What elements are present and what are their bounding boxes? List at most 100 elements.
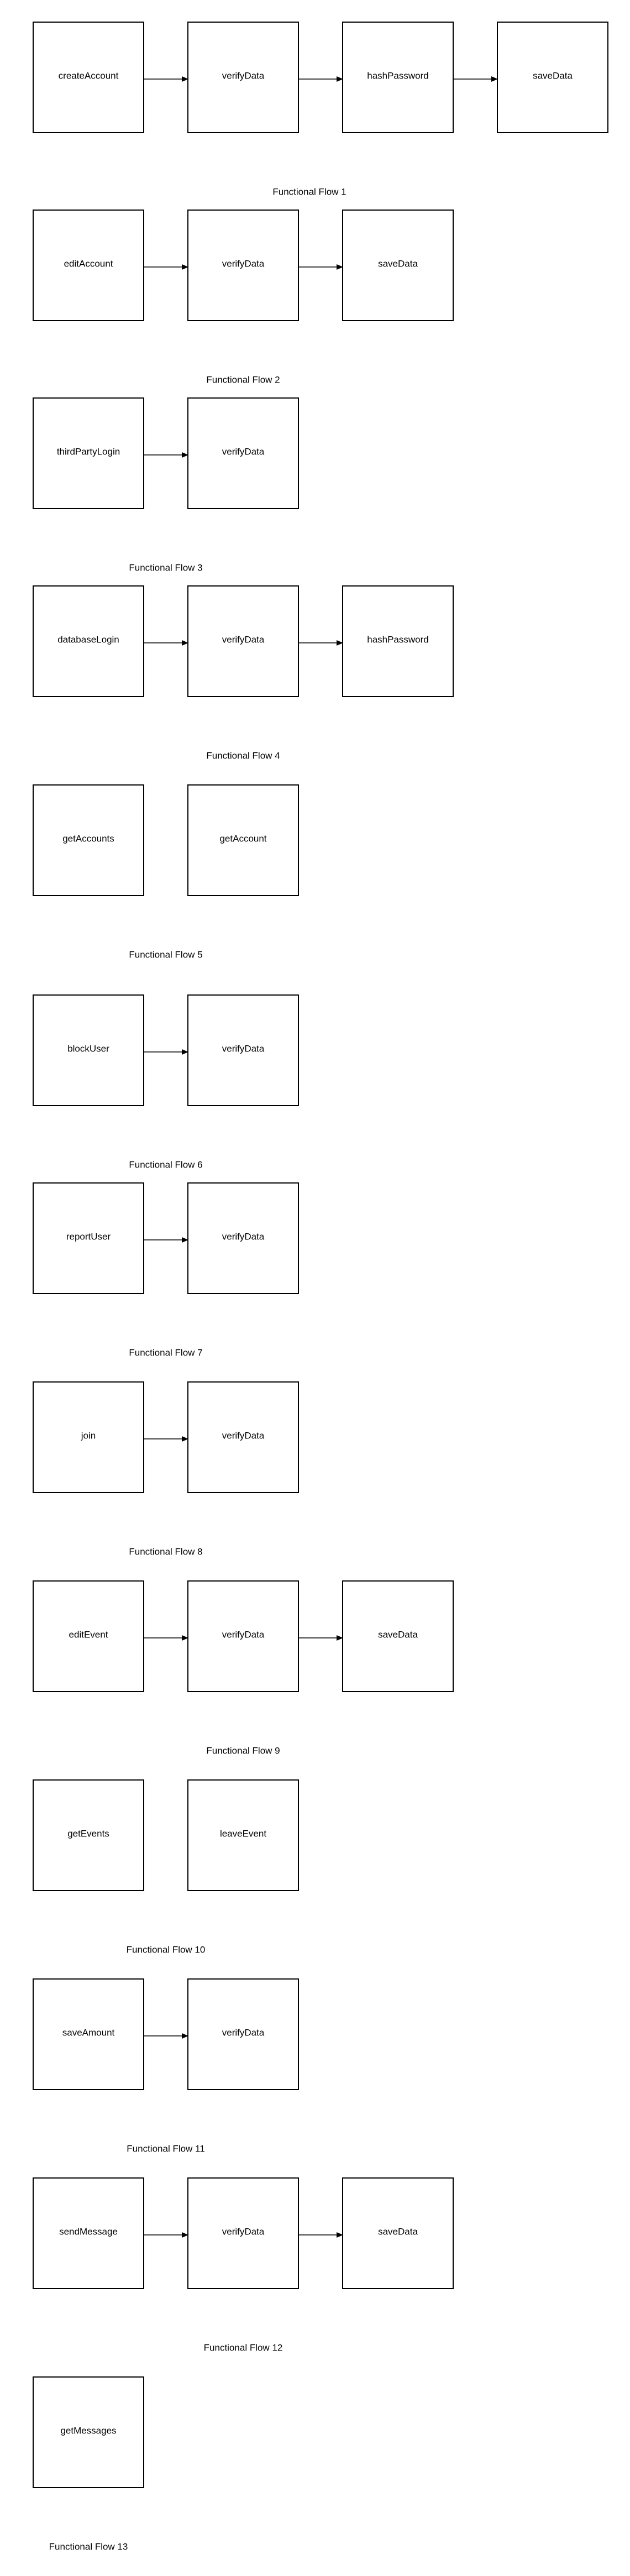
flow-node: createAccount [33, 22, 144, 133]
node-box [187, 22, 299, 133]
node-box [33, 1381, 144, 1493]
node-box [497, 22, 608, 133]
flow-node: hashPassword [342, 585, 454, 697]
node-box [187, 784, 299, 896]
flow-node: verifyData [187, 2177, 299, 2289]
flow-node: verifyData [187, 994, 299, 1106]
node-box [33, 2376, 144, 2488]
flow-node: verifyData [187, 22, 299, 133]
node-box [342, 210, 454, 321]
node-label: verifyData [222, 258, 265, 269]
flow-node: join [33, 1381, 144, 1493]
node-box [33, 784, 144, 896]
node-label: databaseLogin [57, 634, 119, 645]
node-box [187, 585, 299, 697]
node-box [33, 22, 144, 133]
node-label: verifyData [222, 1430, 265, 1441]
flow-node: saveData [497, 22, 608, 133]
flow-node: verifyData [187, 1182, 299, 1294]
flow-node: getAccounts [33, 784, 144, 896]
node-box [187, 397, 299, 509]
flow-1: createAccount verifyData hashPassword saveD… [33, 22, 608, 197]
node-box [33, 1978, 144, 2090]
flow-title: Functional Flow 3 [129, 562, 202, 573]
flow-title: Functional Flow 10 [127, 1944, 206, 1955]
node-box [342, 22, 454, 133]
node-label: getEvents [67, 1828, 109, 1839]
flow-node: editEvent [33, 1580, 144, 1692]
flow-2: editAccount verifyData saveDataFunctional … [33, 210, 454, 385]
flow-node: databaseLogin [33, 585, 144, 697]
node-label: getMessages [60, 2425, 116, 2436]
node-box [342, 585, 454, 697]
node-label: saveAmount [62, 2027, 115, 2038]
node-label: thirdPartyLogin [57, 446, 120, 457]
flow-title: Functional Flow 13 [49, 2541, 128, 2552]
node-label: verifyData [222, 1629, 265, 1640]
node-box [33, 210, 144, 321]
node-box [187, 1978, 299, 2090]
node-box [33, 397, 144, 509]
node-label: getAccount [219, 833, 266, 844]
flow-node: saveData [342, 2177, 454, 2289]
flow-node: verifyData [187, 1978, 299, 2090]
flow-node: getEvents [33, 1779, 144, 1891]
node-label: verifyData [222, 2226, 265, 2237]
flow-node: verifyData [187, 397, 299, 509]
node-box [187, 1182, 299, 1294]
node-box [187, 1381, 299, 1493]
flow-4: databaseLogin verifyData hashPasswordFunct… [33, 585, 454, 761]
node-label: hashPassword [367, 634, 429, 645]
node-box [33, 994, 144, 1106]
node-label: editAccount [64, 258, 113, 269]
flow-title: Functional Flow 9 [206, 1745, 280, 1756]
flow-node: hashPassword [342, 22, 454, 133]
node-label: verifyData [222, 446, 265, 457]
node-label: blockUser [67, 1043, 109, 1054]
node-label: verifyData [222, 1231, 265, 1242]
flow-title: Functional Flow 4 [206, 750, 280, 761]
flow-title: Functional Flow 6 [129, 1159, 202, 1170]
node-box [187, 1779, 299, 1891]
flow-node: verifyData [187, 585, 299, 697]
node-box [187, 994, 299, 1106]
flow-node: leaveEvent [187, 1779, 299, 1891]
flow-node: verifyData [187, 1381, 299, 1493]
flow-node: saveAmount [33, 1978, 144, 2090]
node-label: saveData [378, 1629, 418, 1640]
node-label: reportUser [66, 1231, 111, 1242]
node-label: verifyData [222, 1043, 265, 1054]
flow-title: Functional Flow 2 [206, 374, 280, 385]
node-label: verifyData [222, 70, 265, 81]
node-box [187, 210, 299, 321]
node-label: saveData [533, 70, 573, 81]
node-box [33, 1580, 144, 1692]
flow-node: blockUser [33, 994, 144, 1106]
node-box [342, 1580, 454, 1692]
flow-node: saveData [342, 210, 454, 321]
node-label: sendMessage [59, 2226, 118, 2237]
flow-title: Functional Flow 7 [129, 1347, 202, 1358]
node-box [33, 2177, 144, 2289]
flow-title: Functional Flow 5 [129, 949, 202, 960]
node-label: leaveEvent [220, 1828, 266, 1839]
node-label: editEvent [69, 1629, 108, 1640]
node-label: verifyData [222, 634, 265, 645]
flow-node: verifyData [187, 210, 299, 321]
node-label: hashPassword [367, 70, 429, 81]
flow-node: getAccount [187, 784, 299, 896]
flow-node: thirdPartyLogin [33, 397, 144, 509]
flow-title: Functional Flow 8 [129, 1546, 202, 1557]
node-box [33, 585, 144, 697]
flow-title: Functional Flow 1 [272, 186, 346, 197]
node-box [33, 1182, 144, 1294]
flow-node: reportUser [33, 1182, 144, 1294]
node-box [33, 1779, 144, 1891]
flow-node: sendMessage [33, 2177, 144, 2289]
